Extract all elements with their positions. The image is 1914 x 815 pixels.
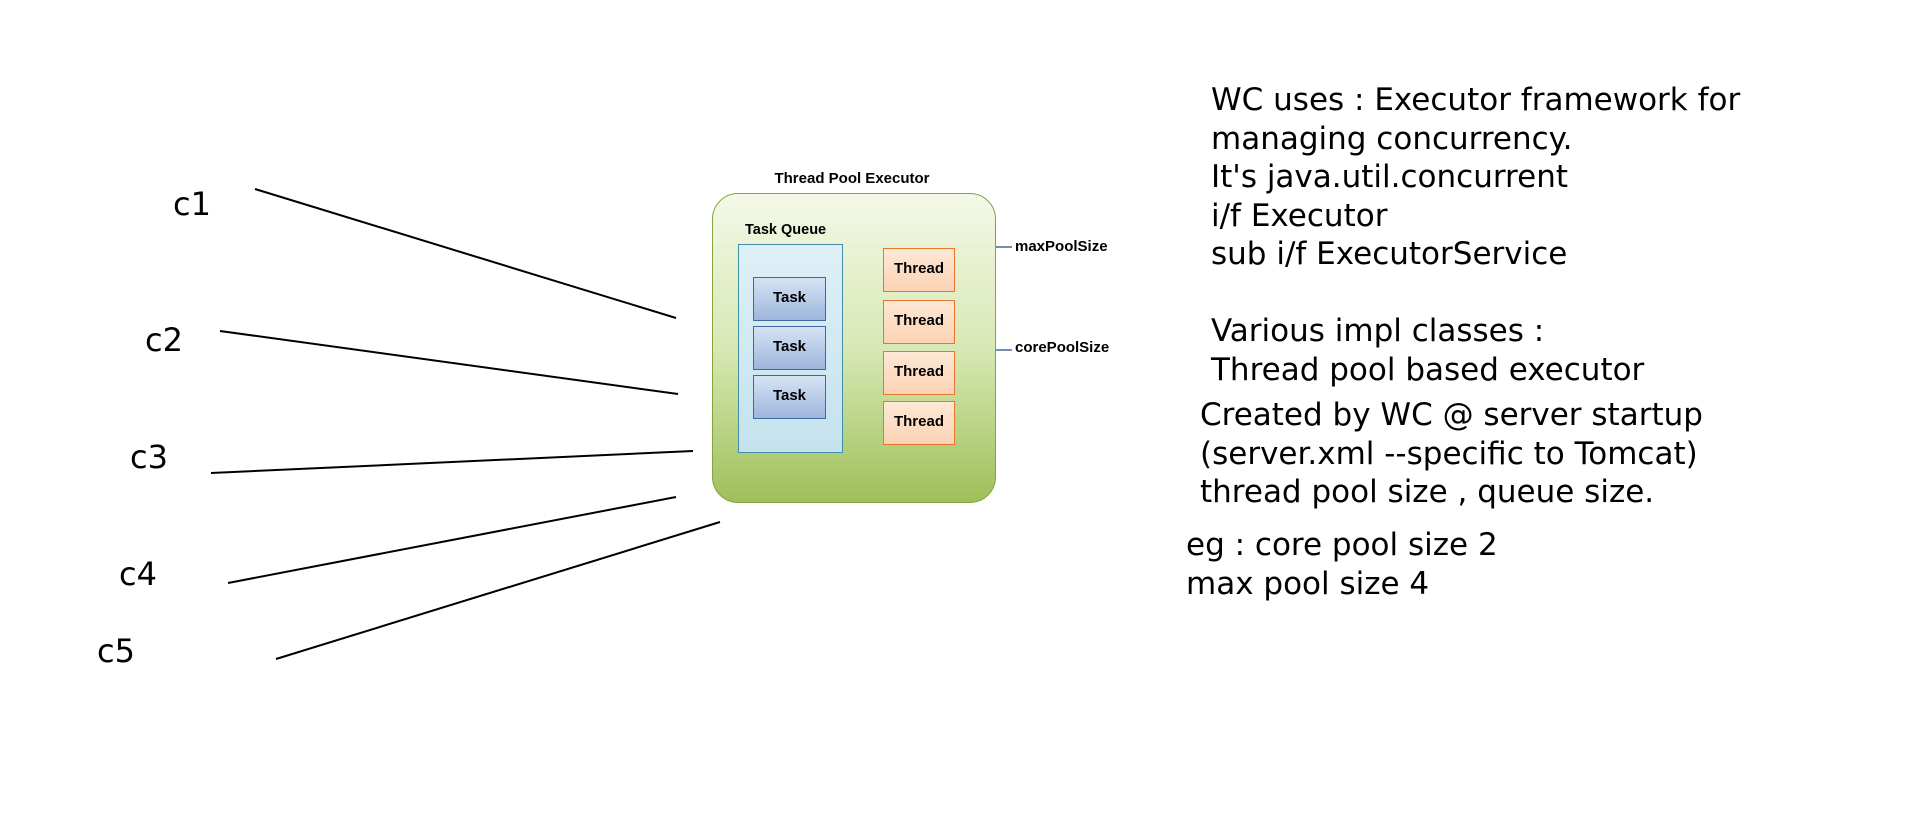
client-c4-label: c4 [119,555,157,593]
notes-server-startup: Created by WC @ server startup (server.x… [1200,396,1703,512]
note-line: Various impl classes : [1211,313,1545,349]
note-line: i/f Executor [1211,197,1388,234]
task-box: Task [753,277,826,321]
note-line: sub i/f ExecutorService [1211,236,1568,272]
thread-box: Thread [883,351,955,395]
note-line: max pool size 4 [1186,565,1430,602]
notes-pool-size-example: eg : core pool size 2 max pool size 4 [1186,526,1498,603]
client-c2-line [219,330,679,395]
thread-box: Thread [883,401,955,445]
client-c1-label: c1 [173,185,211,223]
core-pool-size-label: corePoolSize [1015,339,1110,356]
thread-box: Thread [883,300,955,344]
note-line: Created by WC @ server startup [1200,397,1703,433]
thread-box: Thread [883,248,955,292]
task-queue-title: Task Queue [745,222,827,238]
task-box: Task [753,326,826,370]
note-line: It's java.util.concurrent [1211,159,1568,195]
client-c3-label: c3 [130,438,168,476]
note-line: managing concurrency. [1211,120,1573,157]
client-c5-line [275,521,721,660]
max-pool-size-label: maxPoolSize [1015,238,1108,255]
note-line: thread pool size , queue size. [1200,474,1655,510]
notes-executor-framework: WC uses : Executor framework for managin… [1211,81,1740,274]
client-c1-line [254,188,677,319]
note-line: (server.xml --specific to Tomcat) [1200,435,1698,472]
executor-title: Thread Pool Executor [774,170,930,187]
client-c5-label: c5 [97,632,135,670]
note-line: Thread pool based executor [1211,351,1645,388]
notes-impl-classes: Various impl classes : Thread pool based… [1211,312,1644,389]
note-line: eg : core pool size 2 [1186,527,1498,563]
client-c3-line [210,450,694,474]
note-line: WC uses : Executor framework for [1211,82,1741,118]
client-c4-line [227,496,677,584]
client-c2-label: c2 [145,321,183,359]
task-box: Task [753,375,826,419]
